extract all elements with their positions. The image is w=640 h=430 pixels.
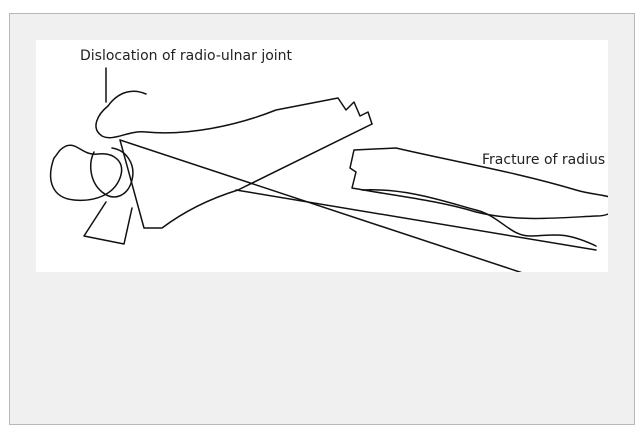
metacarpal-fragment [84, 202, 132, 244]
carpal-bone-outline [51, 145, 122, 200]
image-frame: Dislocation of radio-ulnar joint Fractur… [9, 13, 635, 425]
radius-proximal-outline [120, 124, 372, 228]
ulna-head [96, 98, 372, 138]
label-fracture: Fracture of radius [482, 152, 605, 168]
forearm-fracture-diagram: Dislocation of radio-ulnar joint Fractur… [36, 40, 608, 272]
ulna-head-cap [108, 91, 146, 106]
diagram-canvas: Dislocation of radio-ulnar joint Fractur… [36, 40, 608, 272]
label-dislocation: Dislocation of radio-ulnar joint [80, 48, 293, 64]
